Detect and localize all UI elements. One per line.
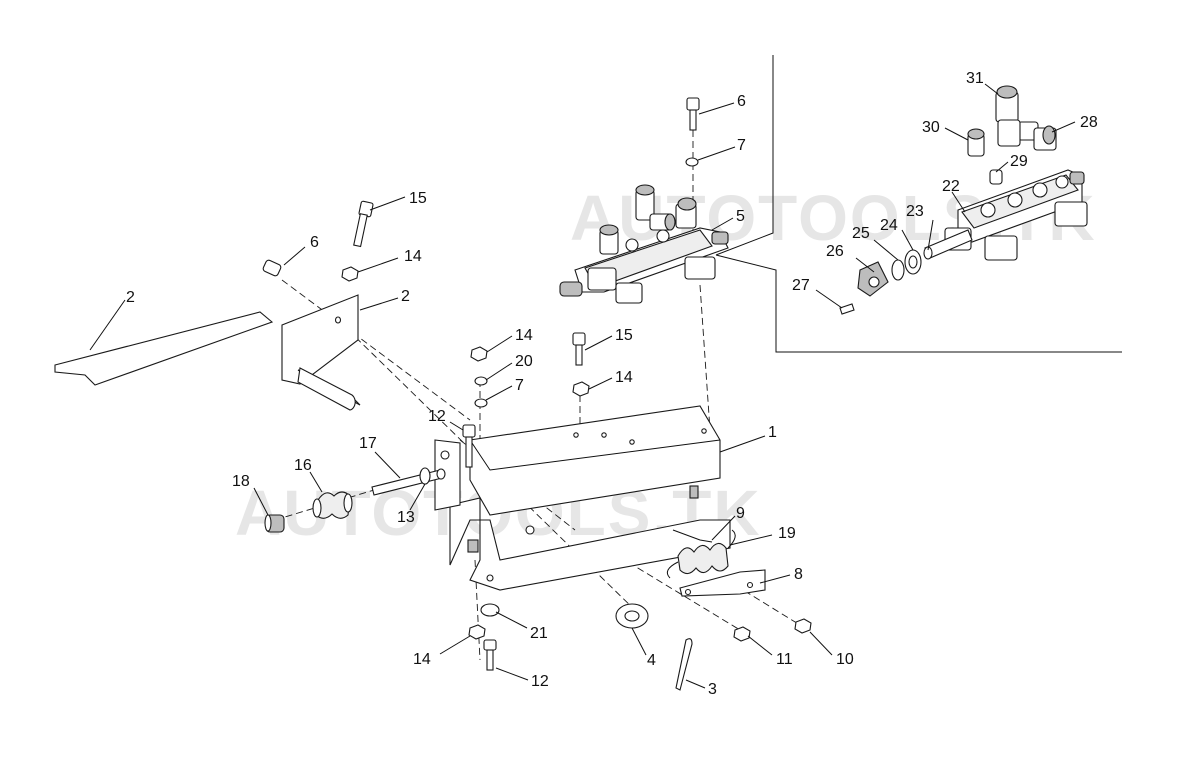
callout-labels: 1 2 2 3 4 5 6 6 7 7 8 9 10 11 12 12 13 1…: [126, 70, 1098, 698]
callout-14-bracket: 14: [515, 327, 533, 344]
callout-28: 28: [1080, 114, 1098, 131]
callout-6-manifold: 6: [737, 93, 746, 110]
callout-21: 21: [530, 625, 548, 642]
callout-8: 8: [794, 566, 803, 583]
callout-2-pedal: 2: [126, 289, 135, 306]
bolts: [262, 97, 700, 671]
callout-22: 22: [942, 178, 960, 195]
callout-10: 10: [836, 651, 854, 668]
callout-13: 13: [397, 509, 415, 526]
detail-frame: [715, 55, 1122, 353]
callout-26: 26: [826, 243, 844, 260]
callout-4: 4: [647, 652, 656, 669]
callout-15-pedal: 15: [409, 190, 427, 207]
callout-11: 11: [776, 651, 793, 668]
callout-2-arm: 2: [401, 288, 410, 305]
callout-7-manifold: 7: [737, 137, 746, 154]
callout-24: 24: [880, 217, 898, 234]
pedal-assembly: [54, 294, 361, 411]
callout-31: 31: [966, 70, 984, 87]
main-bracket: [434, 405, 731, 591]
pin-spring-assembly: [264, 467, 446, 533]
callout-29: 29: [1010, 153, 1028, 170]
callout-30: 30: [922, 119, 940, 136]
callout-23: 23: [906, 203, 924, 220]
callout-7-bracket: 7: [515, 377, 524, 394]
callout-14-bottom: 14: [413, 651, 431, 668]
nuts-and-washers: [341, 157, 812, 642]
callout-9: 9: [736, 505, 745, 522]
callout-14-pedal: 14: [404, 248, 422, 265]
callout-14-right: 14: [615, 369, 633, 386]
callout-1: 1: [768, 424, 777, 441]
callout-20: 20: [515, 353, 533, 370]
return-spring-linkage: [666, 529, 766, 691]
leader-lines: [89, 83, 1076, 689]
callout-6-pedal: 6: [310, 234, 319, 251]
callout-17: 17: [359, 435, 377, 452]
callout-19: 19: [778, 525, 796, 542]
callout-5: 5: [736, 208, 745, 225]
callout-18: 18: [232, 473, 250, 490]
callout-12-bottom: 12: [531, 673, 549, 690]
callout-27: 27: [792, 277, 810, 294]
callout-16: 16: [294, 457, 312, 474]
callout-3: 3: [708, 681, 717, 698]
callout-15-bracket: 15: [615, 327, 633, 344]
detail-manifold: [839, 85, 1088, 315]
callout-25: 25: [852, 225, 870, 242]
callout-12-top: 12: [428, 408, 446, 425]
valve-manifold: [559, 184, 729, 304]
